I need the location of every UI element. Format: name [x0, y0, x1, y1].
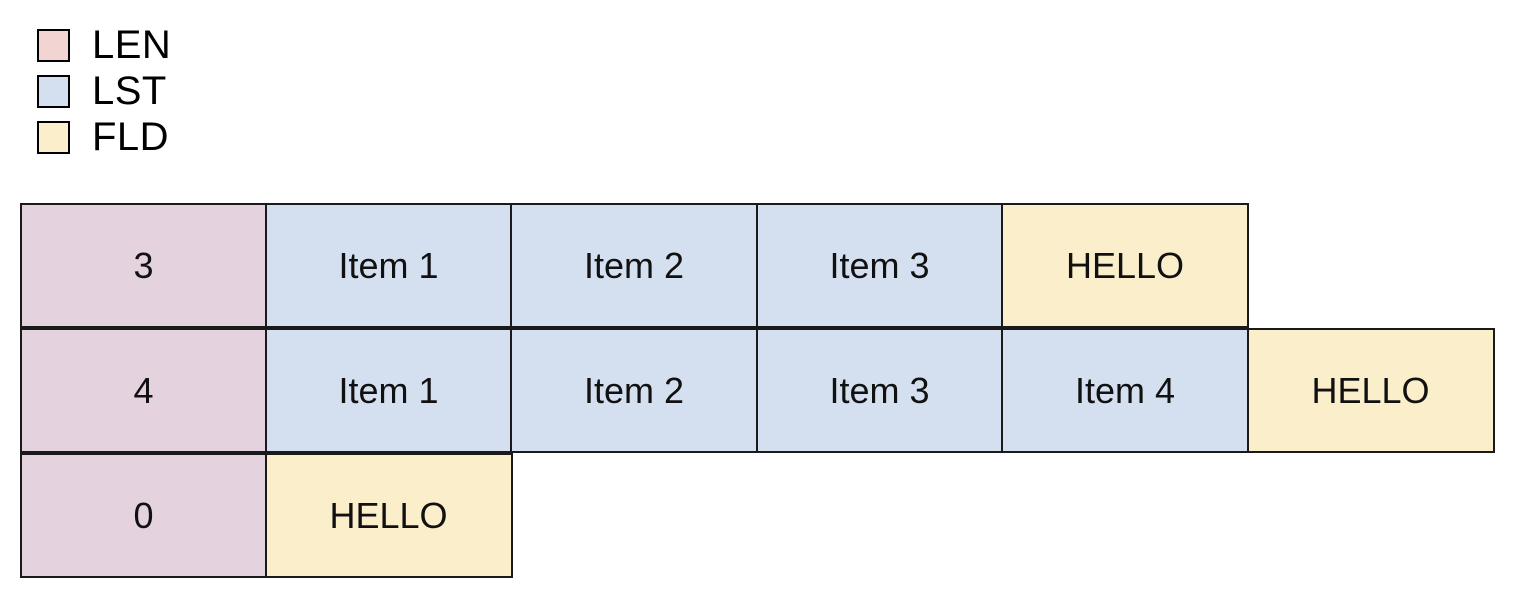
- table-cell-lst: Item 2: [510, 328, 758, 453]
- table-cell-lst: Item 3: [755, 328, 1004, 453]
- legend-item-label: FLD: [92, 115, 170, 159]
- legend-swatch-icon: [37, 120, 70, 154]
- table-cell-lst: Item 2: [510, 203, 758, 328]
- legend-item-lst: LST: [37, 68, 171, 114]
- table-cell-len: 4: [20, 328, 267, 453]
- table-cell-lst: Item 3: [755, 203, 1004, 328]
- legend-item-label: LEN: [92, 23, 172, 67]
- legend-item-len: LEN: [37, 22, 171, 68]
- table-cell-lst: Item 1: [264, 328, 513, 453]
- legend-item-fld: FLD: [37, 114, 171, 160]
- table-cell-fld: HELLO: [1001, 203, 1249, 328]
- legend-item-label: LST: [92, 69, 167, 113]
- table-cell-len: 3: [20, 203, 267, 328]
- table-cell-fld: HELLO: [1246, 328, 1495, 453]
- table-cell-fld: HELLO: [264, 453, 513, 578]
- table-cell-len: 0: [20, 453, 267, 578]
- legend-swatch-icon: [37, 74, 70, 108]
- table-cell-lst: Item 4: [1001, 328, 1249, 453]
- legend-swatch-icon: [37, 28, 70, 62]
- table-cell-lst: Item 1: [264, 203, 513, 328]
